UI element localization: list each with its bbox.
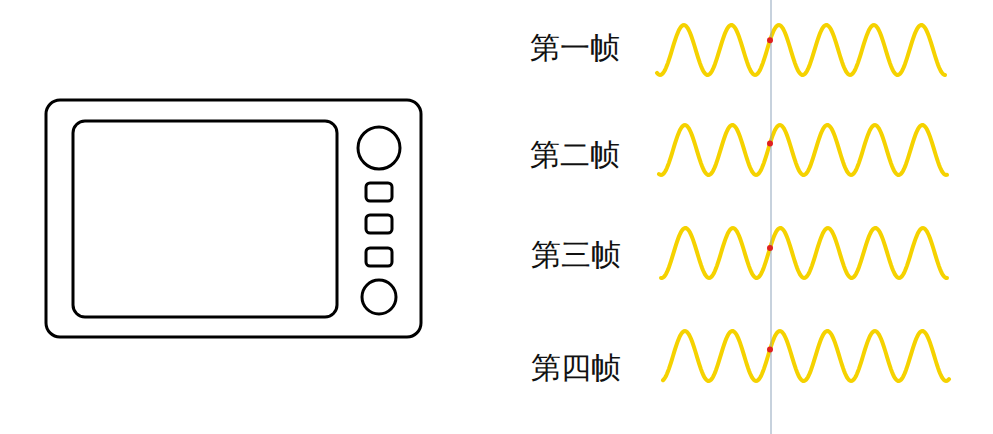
- sine-wave: [663, 331, 949, 381]
- reference-line: [771, 0, 772, 434]
- sine-wave: [661, 228, 947, 278]
- sine-wave: [659, 125, 947, 175]
- frame-label: 第二帧: [530, 137, 620, 173]
- device-housing: [46, 100, 421, 337]
- frame-label: 第三帧: [531, 237, 621, 273]
- device-button: [366, 248, 392, 266]
- device-button: [366, 183, 392, 201]
- device-knob: [358, 127, 400, 169]
- sine-wave: [657, 25, 945, 75]
- frame-label: 第一帧: [530, 30, 620, 66]
- dots: [767, 37, 773, 352]
- oscilloscope: [46, 100, 421, 337]
- waves: [657, 25, 949, 381]
- sample-dot: [767, 245, 773, 251]
- sample-dot: [767, 140, 773, 146]
- device-screen: [73, 121, 337, 317]
- sample-dot: [767, 37, 773, 43]
- frame-label: 第四帧: [531, 350, 621, 386]
- sample-dot: [767, 346, 773, 352]
- device-knob: [362, 280, 396, 314]
- device-button: [366, 215, 392, 233]
